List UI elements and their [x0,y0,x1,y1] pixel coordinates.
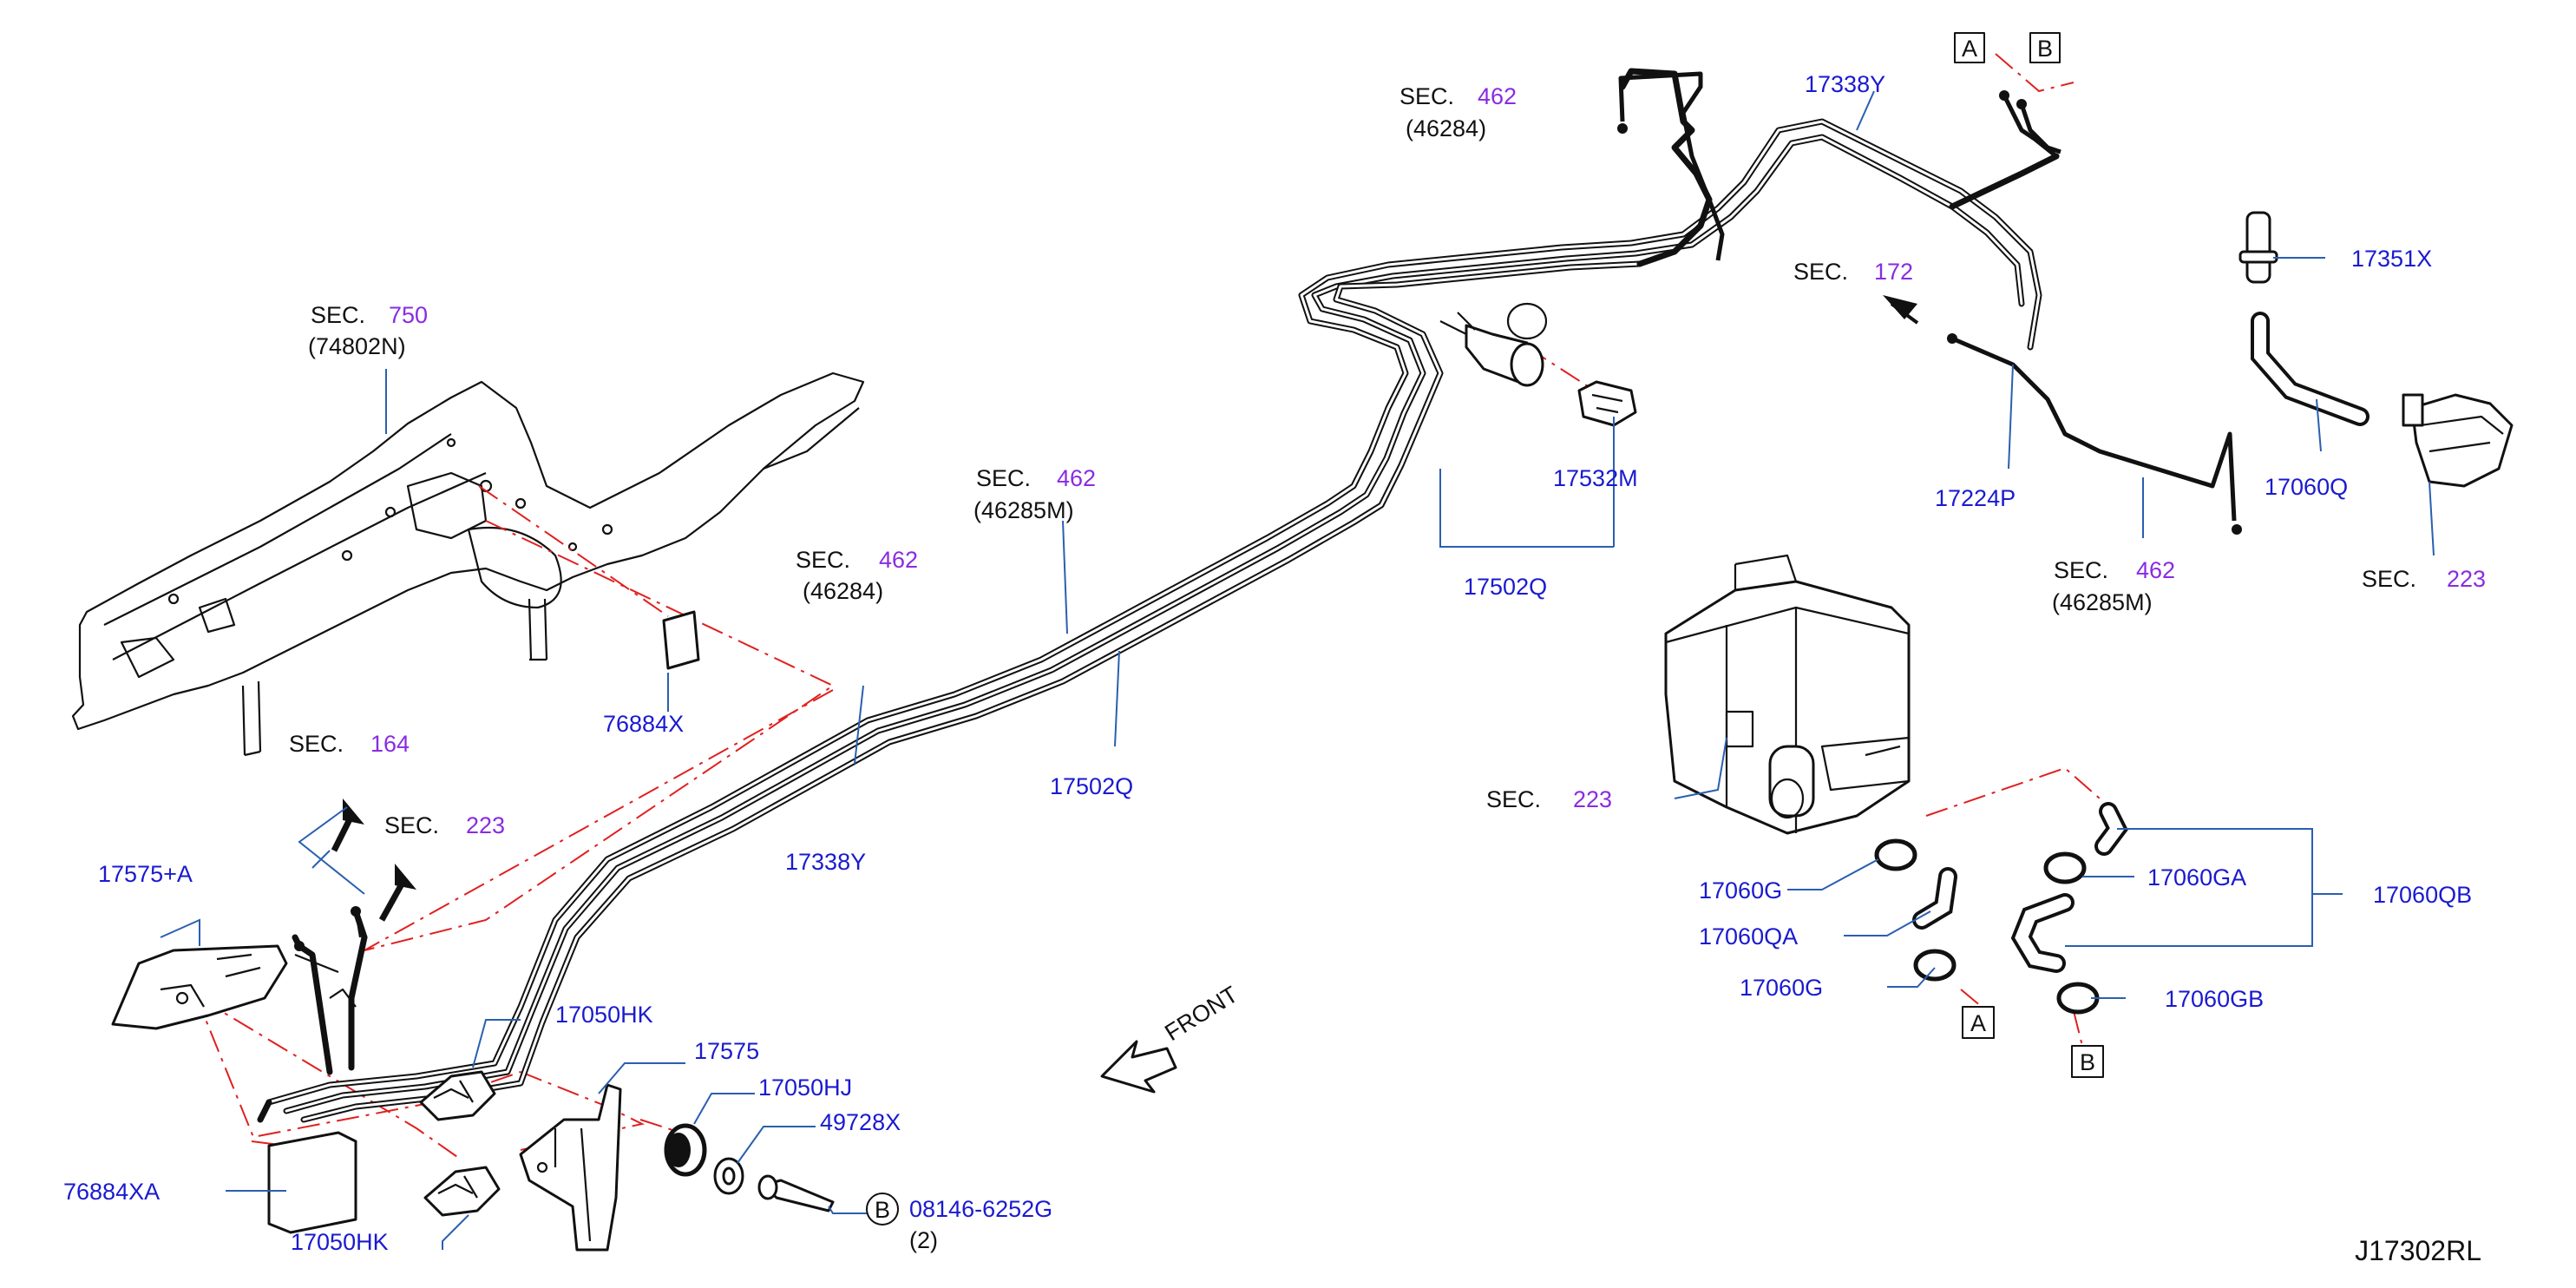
washer-49728x [713,1157,744,1195]
label-17060ga: 17060GA [2147,864,2246,890]
sec-462d-sub: (46285M) [2052,589,2153,615]
callout-b-top: B [2037,36,2053,62]
label-17050hj: 17050HJ [758,1074,852,1101]
connector-17532m [1577,380,1637,427]
sec-462c-prefix: SEC. [1399,83,1454,109]
sec-462c-sub: (46284) [1406,115,1486,141]
ab-connectors [1999,90,2061,158]
sec-462a-num: 462 [879,547,918,573]
grommet-17050hj [664,1123,707,1177]
label-08146-6252g: 08146-6252G [909,1196,1052,1222]
bolt-08146 [757,1174,835,1212]
sec-462a-sub: (46284) [803,578,883,604]
sec-750-prefix: SEC. [311,302,365,328]
sec-223a-num: 223 [466,812,505,838]
clamp-17060g-2 [1913,949,1957,982]
sec-462a-prefix: SEC. [796,547,850,573]
hose-17060q [2251,312,2370,426]
sec-462b-prefix: SEC. [976,465,1031,491]
label-17050hk-1: 17050HK [555,1002,653,1028]
label-17575: 17575 [694,1038,759,1064]
label-17351x: 17351X [2351,246,2432,272]
label-17502q-upper: 17502Q [1464,574,1547,600]
label-17502q-lower: 17502Q [1050,773,1133,799]
label-17338y-lower: 17338Y [785,849,866,875]
sec-223c-prefix: SEC. [1486,786,1541,812]
leader-lines [160,90,2435,1250]
sec-750-num: 750 [389,302,428,328]
sec-172-prefix: SEC. [1793,259,1848,285]
hose-17060qb [2010,802,2128,973]
filter-sec223 [2402,393,2514,488]
clip-17050hk-1 [419,1070,496,1121]
clamp-17060g-1 [1874,838,1917,871]
sec-750-sub: (74802N) [308,333,406,359]
sec-223b-num: 223 [2447,566,2486,592]
sec-223b-prefix: SEC. [2362,566,2416,592]
label-17060g-2: 17060G [1740,975,1823,1001]
callout-a-top: A [1962,36,1977,62]
sec-172-num: 172 [1874,259,1913,285]
vapor-line-top [1617,71,1725,261]
bracket-17575 [519,1083,622,1252]
label-49728x: 49728X [820,1109,901,1135]
sec-462c-num: 462 [1478,83,1517,109]
sec-462b-num: 462 [1057,465,1096,491]
label-17575a: 17575+A [98,861,193,887]
label-76884xa: 76884XA [63,1179,160,1205]
label-17224p: 17224P [1935,485,2016,511]
front-label: FRONT [1160,981,1242,1046]
sec-462d-prefix: SEC. [2054,557,2108,583]
part-labels: 76884X 17575+A 76884XA 17050HK 17050HK 1… [63,71,2472,1255]
bolt-mark: B [875,1197,890,1223]
label-17050hk-2: 17050HK [291,1229,389,1255]
pipe-bundle [257,68,2060,1123]
bracket-17575a [111,944,288,1030]
label-76884x: 76884X [603,711,684,737]
frame-member [71,371,865,757]
clamp-17060ga [2043,851,2087,884]
pad-76884x [662,610,700,670]
label-17338y-upper: 17338Y [1805,71,1885,97]
sec-164-num: 164 [370,731,410,757]
label-17060gb: 17060GB [2165,986,2264,1012]
sec-223a-prefix: SEC. [384,812,439,838]
callout-b-bottom: B [2080,1049,2095,1075]
tube-17351x [2238,211,2278,284]
canister [1664,554,1911,835]
label-17060g-1: 17060G [1699,877,1782,904]
label-08146-qty: (2) [909,1227,938,1253]
sec-164-prefix: SEC. [289,731,344,757]
label-17060q: 17060Q [2265,474,2348,500]
label-17060qb: 17060QB [2373,882,2472,908]
callout-boxes: A B A B B [866,32,2104,1226]
sec-223c-num: 223 [1573,786,1612,812]
clip-17050hk-2 [423,1166,501,1217]
section-labels: SEC. 750 (74802N) SEC. 164 SEC. 223 SEC.… [289,83,2486,838]
label-17532m: 17532M [1553,465,1638,491]
label-17060qa: 17060QA [1699,923,1798,950]
vapor-line-172 [1883,295,2242,535]
reference-lines [194,53,2101,1160]
fitting-17502q [1439,302,1548,387]
front-arrow: FRONT [1100,981,1242,1094]
sec-462b-sub: (46285M) [973,497,1074,523]
hose-17060qa [1912,867,1957,930]
callout-a-bottom: A [1970,1010,1986,1036]
pad-76884xa [267,1131,357,1234]
arrow-sec164 [331,798,364,938]
diagram-code: J17302RL [2355,1235,2481,1266]
sec-462d-num: 462 [2136,557,2175,583]
arrow-sec223 [294,864,416,951]
